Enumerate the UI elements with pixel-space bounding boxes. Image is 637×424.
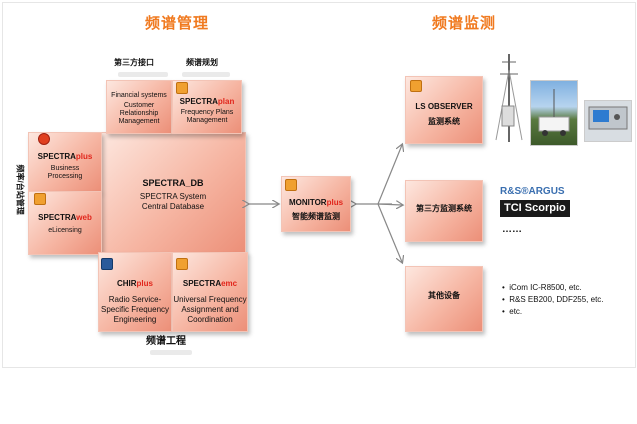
spectra-emc-title: SPECTRAemc <box>182 279 238 288</box>
spectra-plus-icon <box>38 133 50 145</box>
antenna-mast-image <box>490 50 528 144</box>
spectra-web-title: SPECTRAweb <box>38 213 92 222</box>
spectra-plus-title: SPECTRAplus <box>37 152 93 161</box>
spectra-db-desc-1: SPECTRA System <box>139 192 207 201</box>
other-equipment-label: 其他设备 <box>428 291 460 300</box>
third-party-monitoring-label: 第三方监测系统 <box>416 204 472 213</box>
spectra-plan-title: SPECTRAplan <box>179 97 235 106</box>
chir-plus-icon <box>101 258 113 270</box>
faint-subtitle <box>150 350 192 355</box>
spectra-plus-line-2: Processing <box>47 173 83 180</box>
rs-argus-logo: R&S®ARGUS <box>500 186 565 197</box>
spectra-db-name: SPECTRA_DB <box>142 178 204 188</box>
ls-observer-title: LS OBSERVER <box>415 102 473 111</box>
faint-subtitle <box>118 72 168 77</box>
list-item: • iCom IC-R8500, etc. <box>502 283 582 292</box>
ls-observer-box[interactable] <box>405 76 483 144</box>
ls-observer-line-1: 监测系统 <box>428 117 460 126</box>
chir-plus-title: CHIRplus <box>116 279 153 288</box>
monitor-plus-icon <box>285 179 297 191</box>
spectra-emc-line-1: Universal Frequency <box>173 295 247 304</box>
financial-line-2: Customer <box>123 102 155 109</box>
title-spectrum-monitoring: 频谱监测 <box>432 15 497 32</box>
monitoring-equipment-image <box>584 100 632 142</box>
faint-subtitle <box>182 72 230 77</box>
spectra-emc-icon <box>176 258 188 270</box>
list-item: • R&S EB200, DDF255, etc. <box>502 295 604 304</box>
spectra-plan-line-1: Frequency Plans <box>180 109 234 116</box>
spectra-plan-icon <box>176 82 188 94</box>
spectra-emc-line-2: Assignment and <box>181 305 239 314</box>
monitoring-vehicle-image <box>530 80 578 146</box>
label-third-party-interface: 第三方接口 <box>114 58 154 67</box>
financial-systems-box[interactable] <box>106 80 172 134</box>
tci-scorpio-logo: TCI Scorpio <box>500 200 570 217</box>
financial-line-4: Management <box>118 118 160 125</box>
ls-observer-icon <box>410 80 422 92</box>
spectra-db-block[interactable] <box>100 132 246 254</box>
label-spectrum-planning: 频谱规划 <box>186 58 218 67</box>
chir-plus-line-2: Specific Frequency <box>100 305 170 314</box>
monitor-plus-title: MONITORplus <box>288 198 344 207</box>
spectra-emc-line-3: Coordination <box>187 315 233 324</box>
spectra-plan-line-2: Management <box>186 117 228 124</box>
spectra-plus-line-1: Business <box>50 165 80 172</box>
financial-line-3: Relationship <box>119 110 159 117</box>
label-frequency-station-management: 频率/台站管理 <box>15 164 25 215</box>
financial-line-1: Financial systems <box>111 92 167 99</box>
title-spectrum-management: 频谱管理 <box>145 15 210 32</box>
chir-plus-line-3: Engineering <box>113 315 157 324</box>
other-equipment-box[interactable] <box>405 266 483 332</box>
third-party-monitoring-box[interactable] <box>405 180 483 242</box>
chir-plus-line-1: Radio Service- <box>108 295 162 304</box>
ellipsis: …… <box>502 224 522 235</box>
spectra-db-desc-2: Central Database <box>141 202 205 211</box>
monitor-plus-line-1: 智能频谱监测 <box>292 212 340 221</box>
label-spectrum-engineering: 频谱工程 <box>146 336 186 347</box>
list-item: • etc. <box>502 307 523 316</box>
spectra-web-line-1: eLicensing <box>48 227 82 234</box>
spectra-web-icon <box>34 193 46 205</box>
